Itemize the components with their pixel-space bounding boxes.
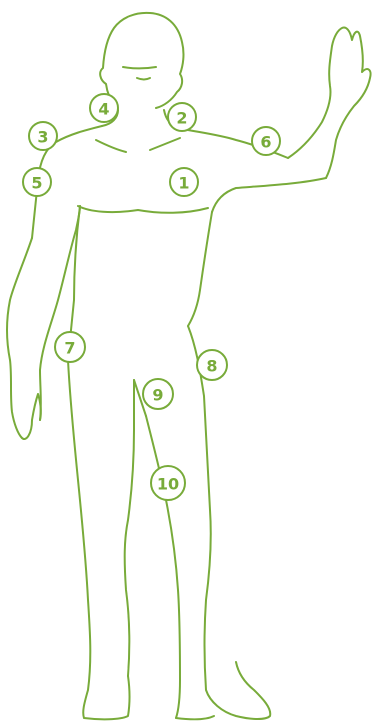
torso-right (188, 212, 212, 326)
marker-label: 7 (64, 339, 75, 358)
left-arm-outer (7, 238, 32, 438)
face-line (123, 67, 156, 69)
marker-label: 3 (37, 128, 48, 147)
marker-label: 8 (206, 357, 217, 376)
marker-1: 1 (170, 168, 198, 196)
marker-5: 5 (23, 168, 51, 196)
right-leg-outer (188, 326, 270, 719)
marker-label: 1 (178, 174, 189, 193)
chest-line (78, 206, 208, 213)
marker-2: 2 (168, 103, 196, 131)
marker-label: 4 (98, 100, 109, 119)
marker-8: 8 (197, 350, 227, 380)
right-clavicle (150, 138, 180, 150)
left-leg-outer (68, 360, 130, 719)
raised-arm-outer (288, 28, 371, 179)
marker-label: 6 (260, 133, 271, 152)
marker-3: 3 (29, 122, 57, 150)
marker-6: 6 (252, 127, 280, 155)
left-leg-inner (125, 380, 134, 676)
left-clavicle (96, 140, 126, 152)
head-outline (100, 13, 183, 108)
left-arm-inner (40, 206, 80, 420)
right-leg-inner (146, 416, 180, 718)
marker-label: 5 (31, 174, 42, 193)
marker-label: 9 (152, 386, 163, 405)
marker-label: 2 (176, 109, 187, 128)
marker-9: 9 (143, 379, 173, 409)
raised-arm-inner (212, 178, 326, 212)
nose-line (137, 78, 150, 80)
marker-7: 7 (55, 332, 85, 362)
marker-4: 4 (90, 94, 118, 122)
left-hand (22, 394, 41, 439)
marker-label: 10 (157, 475, 179, 494)
right-foot-top (176, 716, 214, 719)
marker-10: 10 (151, 466, 185, 500)
